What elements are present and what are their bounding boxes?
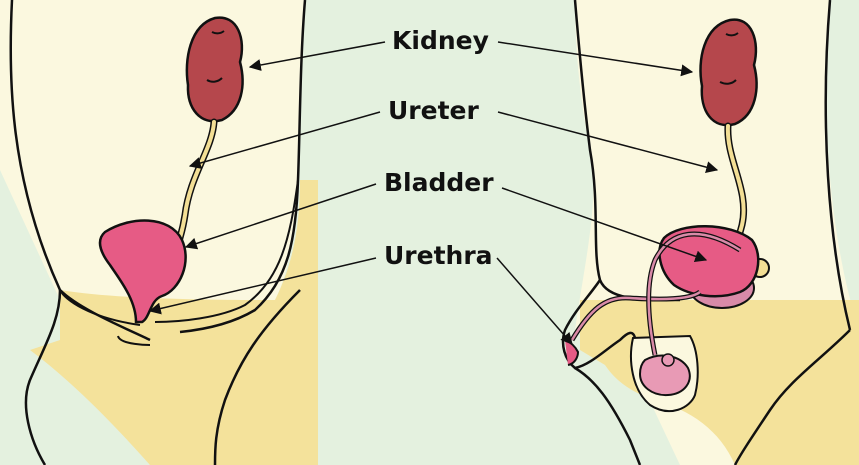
female-figure — [0, 0, 318, 465]
male-figure — [563, 0, 859, 465]
label-ureter: Ureter — [386, 98, 481, 123]
label-kidney: Kidney — [390, 28, 491, 53]
label-urethra: Urethra — [382, 243, 495, 268]
urethra-pointer-right — [497, 258, 572, 344]
female-back-lower — [26, 290, 60, 465]
label-bladder: Bladder — [382, 170, 496, 195]
male-epididymis — [662, 354, 674, 366]
